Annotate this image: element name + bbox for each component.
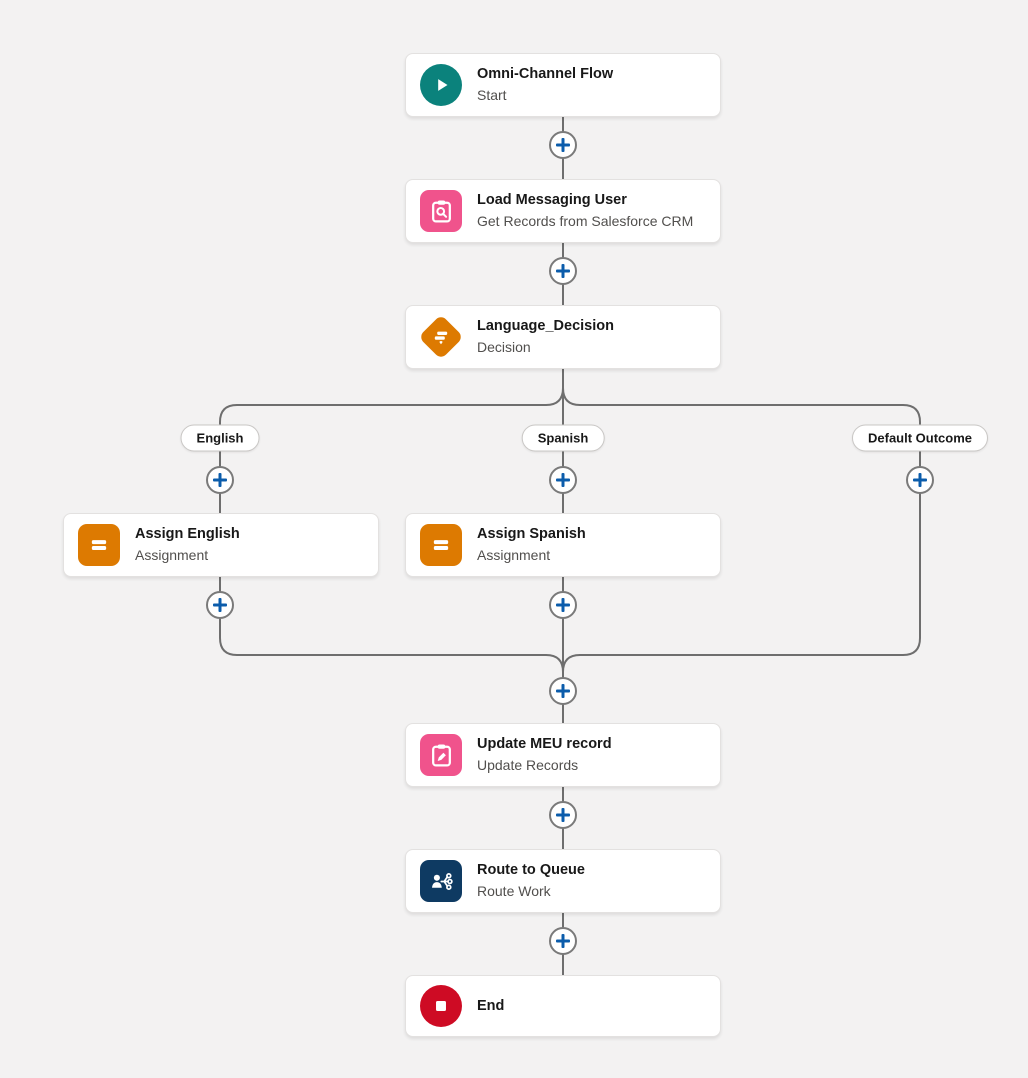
node-title: Update MEU record: [477, 736, 612, 752]
node-end[interactable]: End: [405, 975, 721, 1037]
node-route-to-queue[interactable]: Route to Queue Route Work: [405, 849, 721, 913]
node-subtitle: Start: [477, 87, 507, 103]
node-title: Assign English: [135, 526, 240, 542]
add-element-icon[interactable]: [206, 591, 234, 619]
branch-label-english[interactable]: English: [180, 424, 260, 452]
clipboard-search-icon: [420, 190, 462, 232]
add-element-icon[interactable]: [549, 257, 577, 285]
node-start[interactable]: Omni-Channel Flow Start: [405, 53, 721, 117]
node-subtitle: Route Work: [477, 883, 551, 899]
signpost-icon: [418, 314, 464, 360]
play-icon: [420, 64, 462, 106]
add-element-icon[interactable]: [549, 927, 577, 955]
branch-label-default-outcome[interactable]: Default Outcome: [851, 424, 989, 452]
node-subtitle: Update Records: [477, 757, 579, 773]
add-element-icon[interactable]: [549, 466, 577, 494]
add-element-icon[interactable]: [906, 466, 934, 494]
node-title: Language_Decision: [477, 318, 614, 334]
node-title: Route to Queue: [477, 862, 585, 878]
node-title: Assign Spanish: [477, 526, 586, 542]
add-element-icon[interactable]: [549, 131, 577, 159]
node-subtitle: Assignment: [477, 547, 551, 563]
clipboard-edit-icon: [420, 734, 462, 776]
branch-label-spanish[interactable]: Spanish: [521, 424, 605, 452]
node-language-decision[interactable]: Language_Decision Decision: [405, 305, 721, 369]
node-subtitle: Get Records from Salesforce CRM: [477, 213, 694, 229]
add-element-icon[interactable]: [549, 801, 577, 829]
person-route-icon: [420, 860, 462, 902]
add-element-icon[interactable]: [549, 591, 577, 619]
node-update-meu-record[interactable]: Update MEU record Update Records: [405, 723, 721, 787]
node-subtitle: Assignment: [135, 547, 209, 563]
equals-icon: [420, 524, 462, 566]
equals-icon: [78, 524, 120, 566]
node-assign-spanish[interactable]: Assign Spanish Assignment: [405, 513, 721, 577]
node-subtitle: Decision: [477, 339, 531, 355]
add-element-icon[interactable]: [549, 677, 577, 705]
add-element-icon[interactable]: [206, 466, 234, 494]
node-title: Omni-Channel Flow: [477, 66, 614, 82]
node-title: Load Messaging User: [477, 192, 627, 208]
node-title: End: [477, 997, 505, 1014]
node-load-messaging-user[interactable]: Load Messaging User Get Records from Sal…: [405, 179, 721, 243]
stop-icon: [420, 985, 462, 1027]
node-assign-english[interactable]: Assign English Assignment: [63, 513, 379, 577]
